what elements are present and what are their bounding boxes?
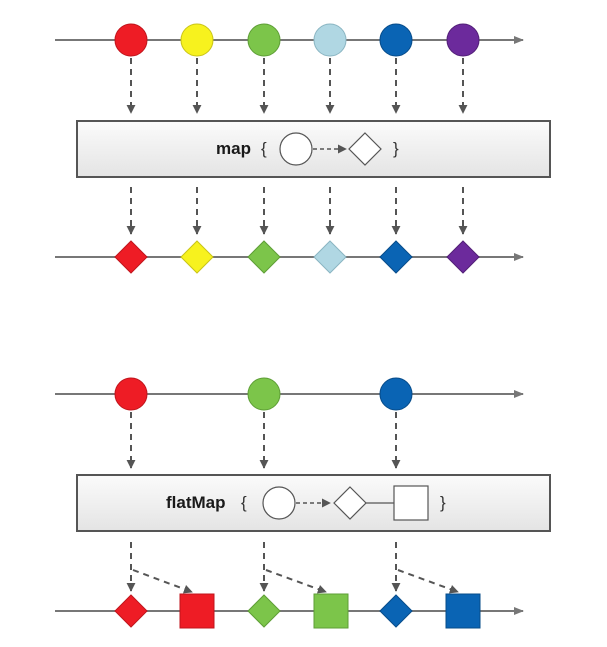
flatmap-diamond-blue	[379, 594, 413, 628]
map-diagram: map { }	[55, 23, 551, 274]
flatmap-transform-square-icon	[393, 485, 429, 521]
flatmap-input-marbles	[114, 377, 413, 411]
map-diamond-blue	[379, 240, 413, 274]
map-transform-circle-icon	[279, 132, 313, 166]
map-marble-red	[114, 23, 148, 57]
map-input-marbles	[114, 23, 480, 57]
map-diamond-purple	[446, 240, 480, 274]
map-diamond-green	[247, 240, 281, 274]
map-marble-yellow	[180, 23, 214, 57]
flatmap-marble-blue	[379, 377, 413, 411]
flatmap-close-brace: }	[440, 493, 446, 512]
map-diamond-yellow	[180, 240, 214, 274]
flatmap-operator-label: flatMap	[166, 493, 226, 512]
flatmap-input-arrows	[126, 412, 401, 469]
flatmap-transform-circle-icon	[262, 486, 296, 520]
map-marble-purple	[446, 23, 480, 57]
map-open-brace: {	[261, 139, 267, 158]
flatmap-arrow-diag-3	[397, 569, 459, 594]
flatmap-diamond-green	[247, 594, 281, 628]
flatmap-open-brace: {	[241, 493, 247, 512]
map-operator-label: map	[216, 139, 251, 158]
flatmap-marble-red	[114, 377, 148, 411]
map-marble-blue	[379, 23, 413, 57]
flatmap-square-red	[179, 593, 215, 629]
map-marble-green	[247, 23, 281, 57]
flatmap-output-marbles	[114, 593, 481, 629]
flatmap-diamond-red	[114, 594, 148, 628]
flatmap-transform-diamond-icon	[333, 486, 367, 520]
map-close-brace: }	[393, 139, 399, 158]
flatmap-marble-green	[247, 377, 281, 411]
flatmap-diagram: flatMap { }	[55, 377, 551, 629]
map-diamond-red	[114, 240, 148, 274]
map-transform-diamond-icon	[348, 132, 382, 166]
map-diamond-lightblue	[313, 240, 347, 274]
map-output-arrows	[126, 187, 468, 235]
map-input-arrows	[126, 58, 468, 114]
flatmap-output-arrows	[126, 542, 459, 594]
map-output-marbles	[114, 240, 480, 274]
flatmap-square-blue	[445, 593, 481, 629]
flatmap-arrow-diag-1	[132, 569, 193, 594]
map-marble-lightblue	[313, 23, 347, 57]
flatmap-arrow-diag-2	[265, 569, 327, 594]
flatmap-square-green	[313, 593, 349, 629]
